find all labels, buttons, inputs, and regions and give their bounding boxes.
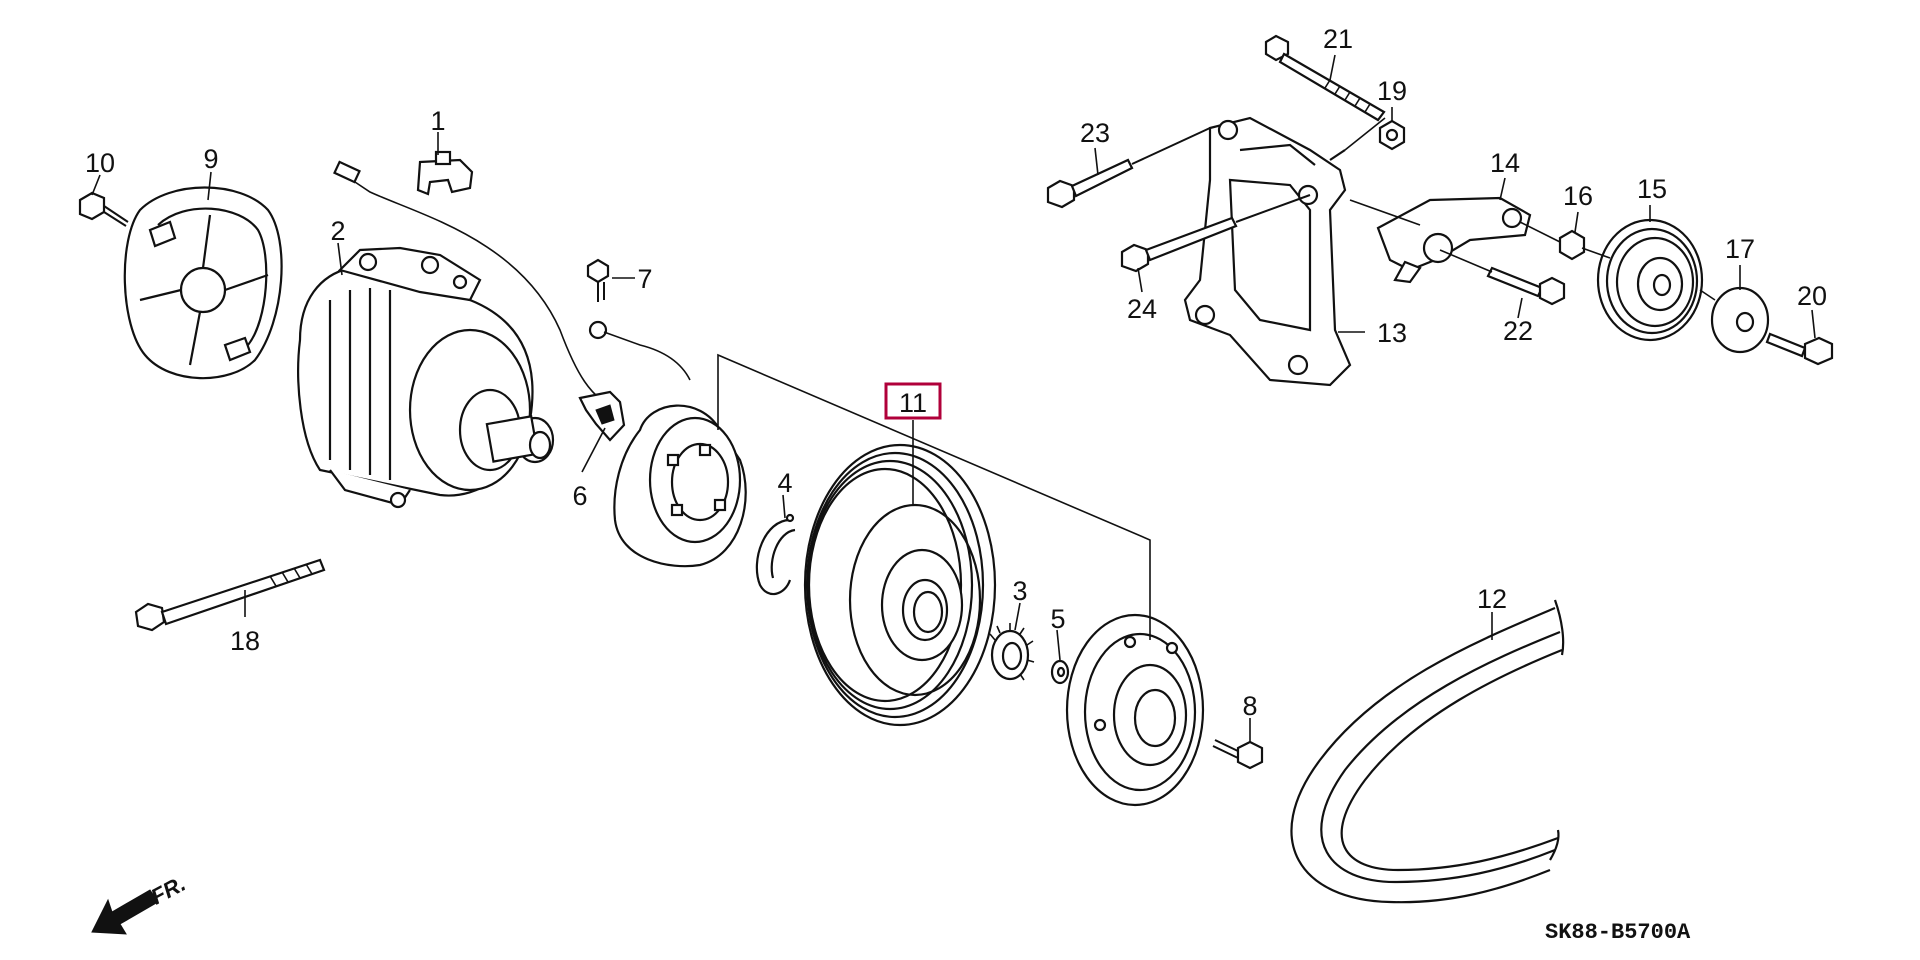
callout-11-highlight-box: [884, 382, 942, 420]
part-11-pulley[interactable]: [803, 443, 997, 727]
callout-21: 21: [1323, 24, 1353, 54]
part-12-v-belt[interactable]: [1290, 599, 1565, 904]
callout-16: 16: [1563, 181, 1593, 211]
part-22-bolt[interactable]: [1439, 249, 1566, 306]
callout-7: 7: [637, 264, 652, 294]
callout-17: 17: [1725, 234, 1755, 264]
part-7-bolt-terminal[interactable]: [586, 258, 691, 381]
callout-22: 22: [1503, 316, 1533, 346]
part-23-bolt[interactable]: [1046, 127, 1211, 209]
part-9-cover-plate[interactable]: [123, 186, 283, 380]
callout-13: 13: [1377, 318, 1407, 348]
callout-19: 19: [1377, 76, 1407, 106]
front-direction-indicator: FR.: [91, 871, 190, 935]
part-19-nut[interactable]: [1378, 119, 1406, 151]
callout-8: 8: [1242, 691, 1257, 721]
assembly-guide-lines: [717, 117, 1716, 640]
part-10-bolt[interactable]: [78, 191, 129, 227]
part-8-bolt[interactable]: [1212, 739, 1264, 770]
part-18-long-bolt[interactable]: [134, 558, 326, 632]
callout-4: 4: [777, 468, 792, 498]
callout-10: 10: [85, 148, 115, 178]
part-13-bracket[interactable]: [1183, 116, 1352, 387]
part-17-washer[interactable]: [1710, 286, 1770, 354]
armature-plate[interactable]: [1065, 613, 1205, 807]
callout-9: 9: [203, 144, 218, 174]
callout-23: 23: [1080, 118, 1110, 148]
callout-11[interactable]: 11: [899, 388, 927, 418]
part-24-bolt[interactable]: [1120, 194, 1311, 273]
callout-labels: 1 2 3 4 5 6 7 8 9 10 11 12 13 14 15 16 1…: [85, 24, 1827, 721]
part-1-connector-clip[interactable]: [416, 150, 474, 196]
part-16-nut[interactable]: [1519, 221, 1586, 261]
callout-12: 12: [1477, 584, 1507, 614]
callout-1: 1: [430, 106, 445, 136]
callout-2: 2: [330, 216, 345, 246]
front-arrow-icon: [91, 889, 159, 935]
part-6-wire-bracket[interactable]: [578, 390, 626, 442]
callout-5: 5: [1050, 604, 1065, 634]
part-15-idler-pulley[interactable]: [1596, 218, 1704, 342]
diagram-code: SK88-B5700A: [1545, 920, 1691, 945]
part-5-shim[interactable]: [1050, 659, 1070, 685]
part-4-snap-ring[interactable]: [755, 513, 796, 596]
callout-6: 6: [572, 481, 587, 511]
callout-18: 18: [230, 626, 260, 656]
field-coil[interactable]: [613, 404, 747, 568]
callout-24: 24: [1127, 294, 1157, 324]
callout-3: 3: [1012, 576, 1027, 606]
leader-lines: [91, 54, 1816, 742]
callout-20: 20: [1797, 281, 1827, 311]
part-3-lock-washer[interactable]: [989, 623, 1035, 681]
part-14-tensioner-arm[interactable]: [1376, 196, 1532, 284]
part-2-compressor[interactable]: [297, 160, 621, 509]
callout-15: 15: [1637, 174, 1667, 204]
callout-14: 14: [1490, 148, 1520, 178]
part-20-bolt[interactable]: [1765, 332, 1834, 366]
part-21-long-bolt[interactable]: [1264, 34, 1386, 122]
